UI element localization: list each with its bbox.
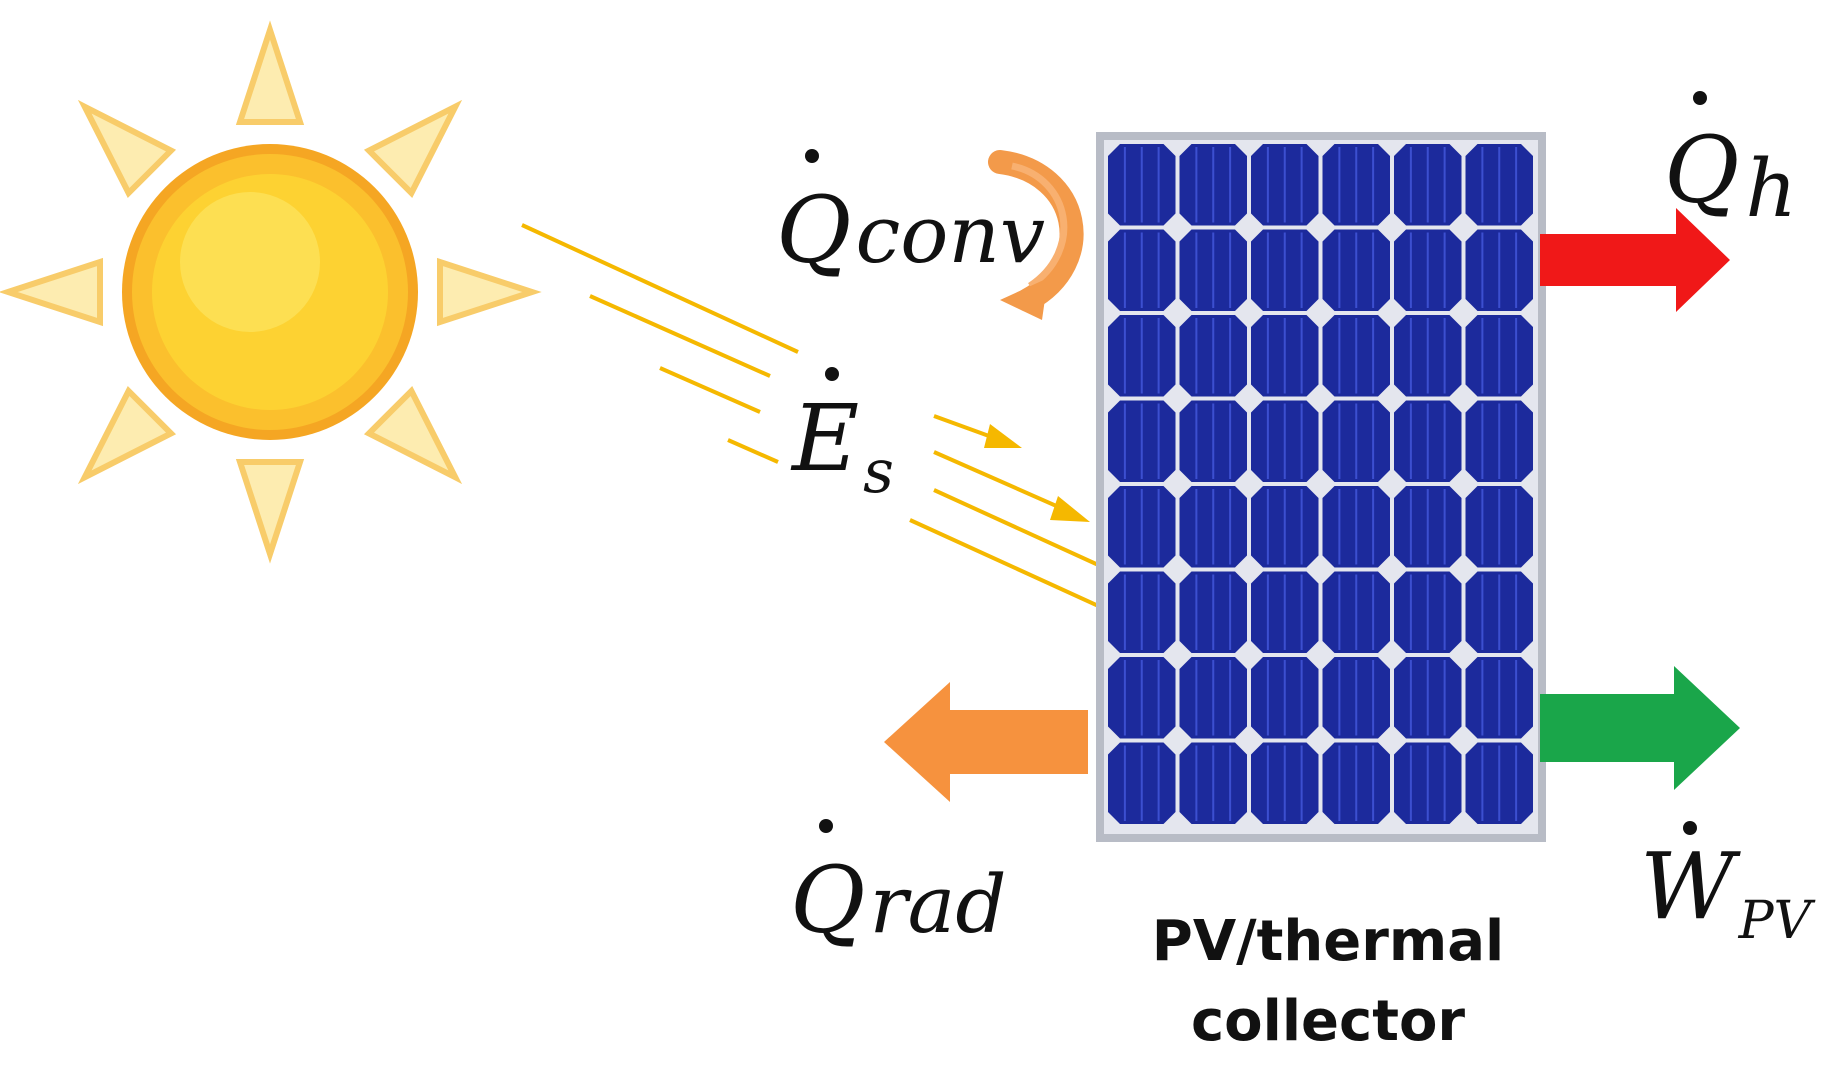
q-rad-label: Qrad (790, 819, 1007, 954)
svg-text:Qconv: Qconv (776, 177, 1045, 284)
ray-line-1 (521, 223, 799, 354)
sun-rays (0, 20, 542, 564)
q-conv-label: Qconv (776, 149, 1045, 284)
q-rad-subscript: rad (869, 858, 1006, 951)
sun-ray (437, 257, 542, 327)
q-h-label: Qh (1664, 91, 1797, 235)
sun-ray (363, 385, 463, 485)
sun-icon (0, 20, 542, 564)
radiation-loss-arrow (884, 682, 1088, 802)
w-pv-label: WPV (1640, 821, 1816, 951)
q-rad-symbol: Q (790, 847, 865, 954)
arrowhead-2 (1050, 496, 1090, 522)
arrowhead-1 (984, 424, 1022, 448)
e-s-subscript: s (863, 437, 894, 507)
sun-ray (235, 20, 305, 125)
sun-ray (0, 257, 103, 327)
sun-ray (77, 385, 177, 485)
sun-ray (77, 99, 177, 199)
e-s-label: Es (790, 367, 894, 507)
q-h-symbol: Q (1664, 117, 1739, 224)
w-pv-subscript: PV (1738, 891, 1816, 951)
ray-line-4 (727, 438, 779, 464)
solar-panel-icon (1096, 132, 1546, 842)
electric-output-arrow (1540, 666, 1740, 790)
q-conv-subscript: conv (855, 188, 1045, 281)
ray-line-3 (659, 366, 761, 414)
w-pv-symbol: W (1640, 833, 1741, 940)
sun-ray (363, 99, 463, 199)
collector-caption-line2: collector (1191, 989, 1465, 1054)
e-s-symbol: E (790, 385, 859, 492)
panel-cells (1108, 144, 1533, 824)
convection-arrow (988, 150, 1084, 320)
svg-text:WPV: WPV (1640, 833, 1816, 951)
svg-text:Qh: Qh (1664, 117, 1797, 235)
q-conv-symbol: Q (776, 177, 851, 284)
collector-caption-line1: PV/thermal (1152, 909, 1504, 974)
svg-text:Es: Es (790, 385, 894, 507)
sun-ray (235, 459, 305, 564)
ray-line-2 (589, 294, 771, 378)
svg-text:Qrad: Qrad (790, 847, 1007, 954)
heat-output-arrow (1540, 208, 1730, 312)
q-h-subscript: h (1745, 142, 1797, 235)
ray-arrow-2 (933, 450, 1071, 514)
